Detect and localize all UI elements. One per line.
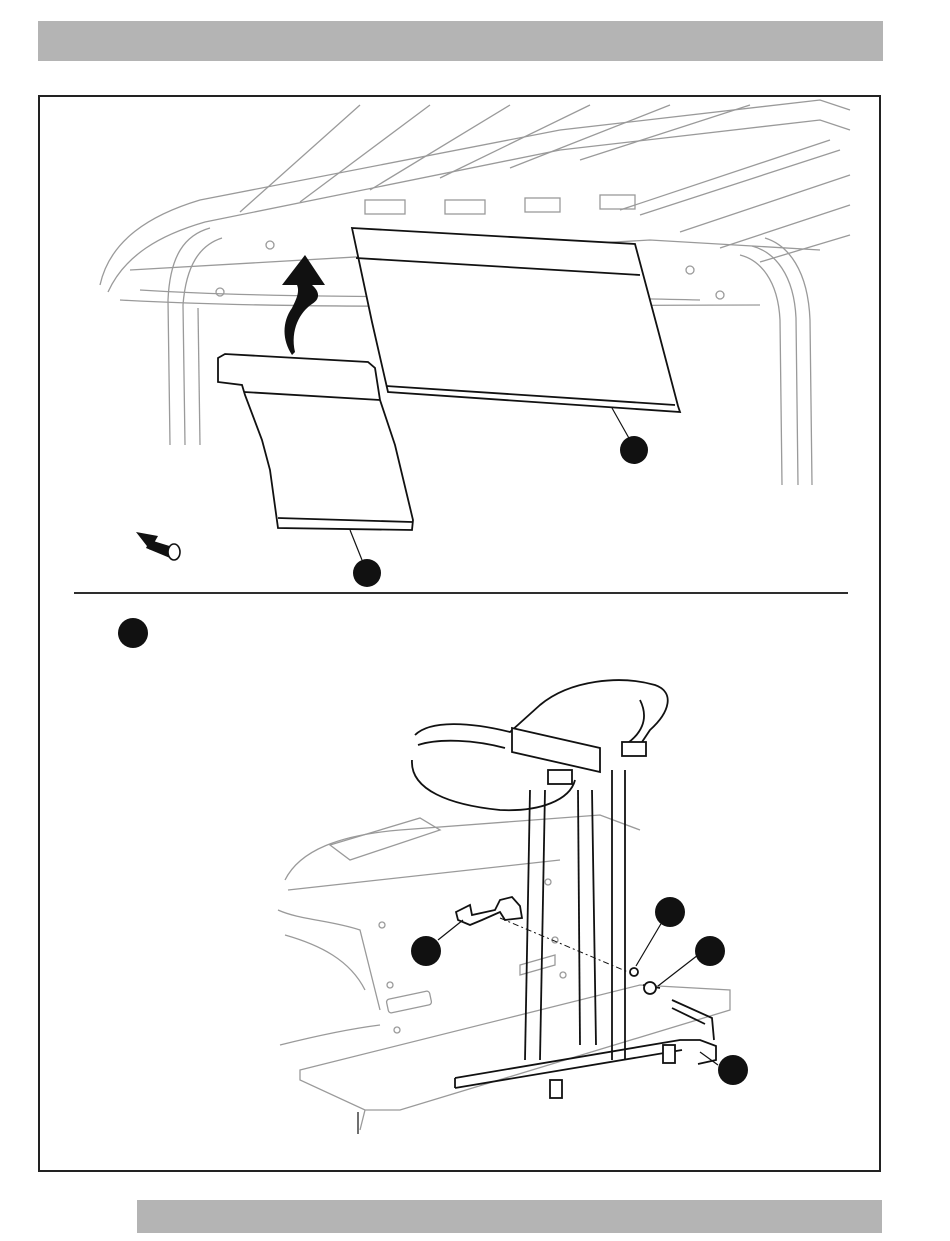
installed-panel	[352, 228, 680, 412]
callout-bolt	[658, 936, 725, 986]
alignment-line	[500, 918, 628, 972]
callout-washer	[636, 897, 685, 966]
callout-bracket	[411, 920, 463, 966]
pushpin-icon	[136, 532, 180, 560]
removed-panel	[218, 354, 413, 530]
cart-body-illustration	[278, 815, 730, 1130]
callout-base-rail	[700, 1052, 748, 1085]
section-marker	[118, 618, 148, 648]
callout-panel-right	[612, 408, 648, 464]
seat-frame	[412, 680, 716, 1098]
callout-panel-left	[350, 530, 381, 587]
